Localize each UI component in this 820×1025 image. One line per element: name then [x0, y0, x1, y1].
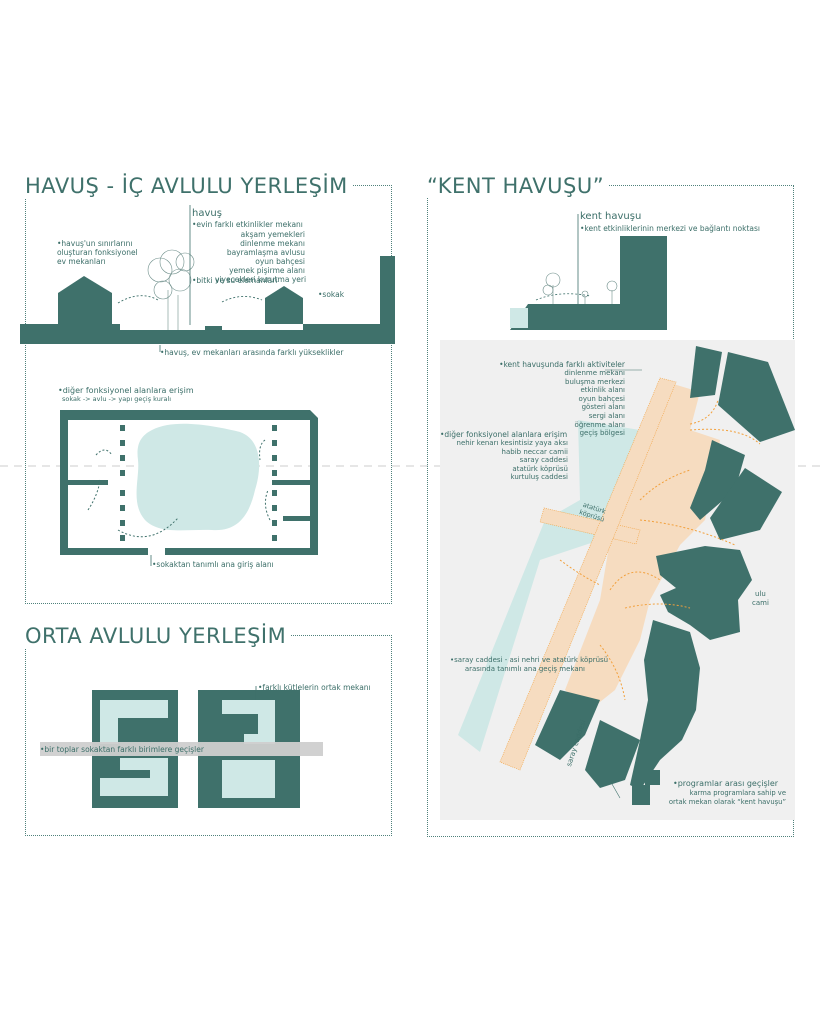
saray-caddesi: [499, 377, 677, 771]
erisim-item: habib neccar camii: [501, 447, 568, 456]
erisim-item: nehir kenarı kesintisiz yaya aksı: [456, 439, 568, 447]
havus-plan: [60, 410, 318, 555]
ulu-cami-line: cami: [752, 598, 769, 607]
havus-section-ground: [20, 256, 395, 344]
havus-item: yiyecekleri kurutma yeri: [215, 275, 307, 284]
river: [458, 420, 640, 752]
havus-items-list: akşam yemekleri dinlenme mekanı bayramla…: [215, 230, 307, 284]
yukseklik-label: •havuş, ev mekanları arasında farklı yük…: [160, 348, 344, 357]
program-sub: karma programlara sahip ve ortak mekan o…: [668, 789, 786, 806]
saray-title: •saray caddesi - asi nehri ve atatürk kö…: [450, 656, 609, 664]
bitki-label: •bitki ve su elemanları: [192, 276, 278, 285]
kutle-label: •farklı kütlelerin ortak mekanı: [258, 683, 371, 692]
havus-item: bayramlaşma avlusu: [226, 248, 305, 257]
aktivite-item: gösteri alanı: [581, 403, 625, 412]
house-left: [58, 276, 112, 324]
aktivite-item: sergi alanı: [588, 411, 625, 420]
plan-erisim-sub-label: sokak -> avlu -> yapı geçiş kuralı: [62, 395, 172, 403]
sinir-line: oluşturan fonksiyonel: [57, 248, 138, 257]
aktivite-item: etkinlik alanı: [580, 386, 625, 395]
ulu-cami-line: ulu: [755, 590, 766, 598]
house-right: [265, 286, 303, 324]
aktivite-item: dinlenme mekanı: [564, 369, 625, 377]
kent-havusu-label: kent havuşu: [580, 211, 642, 222]
orta-panel-title: ORTA AVLULU YERLEŞİM: [25, 624, 291, 648]
havus-courtyard: [136, 423, 260, 531]
ataturk-koprusu: [539, 507, 641, 545]
map-flow-arrows: [559, 399, 761, 701]
havus-sub-label: •evin farklı etkinlikler mekanı: [192, 220, 303, 229]
kent-panel-title: “KENT HAVUŞU”: [427, 174, 609, 198]
aktivite-list: dinlenme mekanı buluşma merkezi etkinlik…: [540, 369, 625, 438]
gecis-label: •bir toplar sokaktan farklı birimlere ge…: [40, 745, 204, 754]
tree-icon: [147, 249, 195, 330]
erisim-item: kurtuluş caddesi: [510, 473, 568, 482]
plan-erisim-label: •diğer fonksiyonel alanlara erişim: [58, 386, 194, 395]
havus-item: oyun bahçesi: [255, 257, 305, 266]
program-sub-line: karma programlara sahip ve: [689, 789, 786, 797]
erisim-item: atatürk köprüsü: [512, 464, 568, 473]
program-title: •programlar arası geçişler: [673, 779, 779, 788]
havus-item: akşam yemekleri: [240, 230, 305, 239]
havus-item: yemek pişirme alanı: [229, 266, 305, 275]
kent-erisim-list: nehir kenarı kesintisiz yaya aksı habib …: [440, 439, 568, 482]
sokak-label: •sokak: [318, 290, 345, 299]
map-buildings: [535, 346, 795, 805]
kent-havusu-area: [565, 380, 720, 710]
program-sub-line: ortak mekan olarak “kent havuşu”: [668, 797, 786, 806]
orta-street-bar: [40, 742, 323, 756]
ulu-cami-label: ulu cami: [752, 590, 769, 607]
sinir-line: ev mekanları: [57, 257, 106, 266]
havus-panel-title: HAVUŞ - İÇ AVLULU YERLEŞİM: [25, 174, 352, 198]
kent-tree-icon: [542, 272, 618, 304]
kent-erisim-title: •diğer fonksiyonel alanlara erişim: [440, 430, 568, 439]
saray-sub: arasında tanımlı ana geçiş mekanı: [464, 665, 585, 673]
aktivite-item: buluşma merkezi: [565, 377, 625, 386]
aktivite-item: geçiş bölgesi: [579, 429, 625, 438]
sinir-line: •havuş'un sınırlarını: [57, 239, 133, 248]
giris-label: •sokaktan tanımlı ana giriş alanı: [152, 560, 274, 569]
havus-item: dinlenme mekanı: [240, 239, 305, 248]
havus-label: havuş: [192, 208, 222, 219]
aktivite-item: öğrenme alanı: [574, 420, 625, 429]
aktivite-item: oyun bahçesi: [578, 394, 625, 403]
kent-havusu-sub-label: •kent etkinliklerinin merkezi ve bağlant…: [580, 224, 760, 233]
sinir-label: •havuş'un sınırlarını oluşturan fonksiyo…: [57, 239, 138, 266]
aktivite-title: •kent havuşunda farklı aktiviteler: [499, 360, 625, 369]
erisim-item: saray caddesi: [519, 456, 568, 465]
kent-section-ground: [510, 236, 667, 330]
